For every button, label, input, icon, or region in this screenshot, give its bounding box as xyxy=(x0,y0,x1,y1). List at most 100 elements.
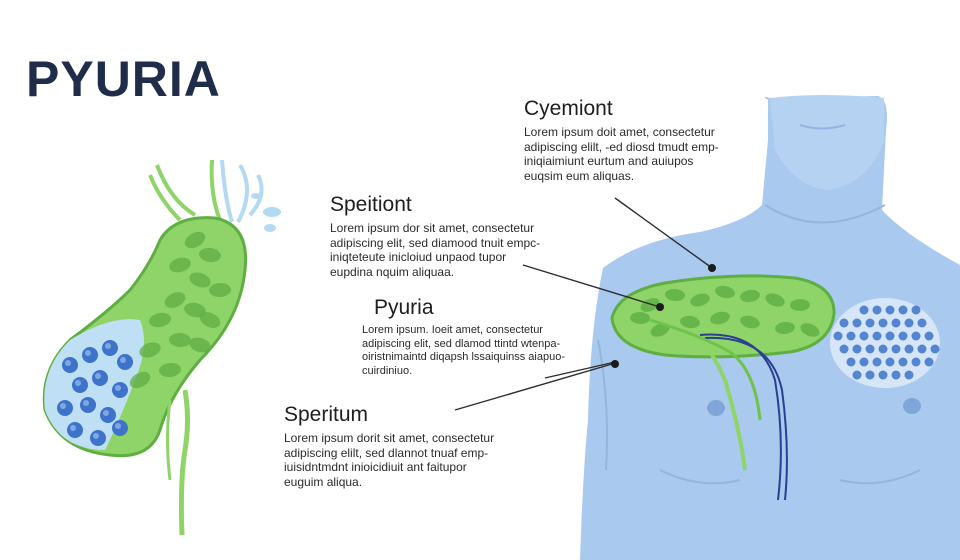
text-line: euqsim eum aliquas. xyxy=(524,168,635,183)
blue-cell xyxy=(898,331,908,341)
text-line: Lorem ipsum dorit sit amet, consectetur xyxy=(284,431,495,445)
blue-cell xyxy=(852,370,862,380)
text-line: iniqiaimiunt eurtum and auiupos xyxy=(524,154,694,168)
callout-pyuria: Pyuria Lorem ipsum. Ioeit amet, consecte… xyxy=(362,296,565,378)
text-line: euguim aliqua. xyxy=(284,474,363,489)
blue-cell-nucleus xyxy=(105,343,111,349)
green-spot xyxy=(680,315,700,329)
green-spot xyxy=(139,342,161,358)
blue-cell xyxy=(878,344,888,354)
green-spot xyxy=(665,288,685,302)
leader-dots xyxy=(611,264,716,368)
blue-cell xyxy=(917,318,927,328)
green-spot xyxy=(189,272,211,288)
green-spot xyxy=(184,302,206,318)
blue-cell xyxy=(891,344,901,354)
blue-cell xyxy=(891,370,901,380)
page-title: PYURIA xyxy=(26,51,221,107)
blue-cell-nucleus xyxy=(75,380,81,386)
blue-cell xyxy=(911,305,921,315)
green-spot xyxy=(740,315,760,329)
callout-heading: Pyuria xyxy=(374,296,434,319)
text-line: Lorem ipsum doit amet, consectetur xyxy=(524,125,715,139)
text-line: adipiscing elit, sed dlamod ttintd wtenp… xyxy=(362,337,561,350)
text-line: adipiscing elilt, sed dlannot tnuaf emp- xyxy=(284,445,489,460)
blue-cell xyxy=(872,331,882,341)
callout-heading: Speitiont xyxy=(330,193,412,216)
green-spot xyxy=(169,257,191,273)
green-spot xyxy=(630,311,650,325)
blue-cell xyxy=(891,318,901,328)
blue-cell-nucleus xyxy=(85,350,91,356)
callout-text: Lorem ipsum dor sit amet, consectetur ad… xyxy=(330,221,540,279)
blue-cell-nucleus xyxy=(93,433,99,439)
blue-cell xyxy=(885,305,895,315)
text-line: iuisidntmdnt inioicidiuit ant faitupor xyxy=(284,460,467,474)
green-spot xyxy=(640,298,660,312)
text-line: oiristnimaintd diqapsh lssaiquinss aiapu… xyxy=(362,351,566,363)
blue-cell-nucleus xyxy=(103,410,109,416)
blue-cell xyxy=(859,331,869,341)
blue-cell xyxy=(872,357,882,367)
blue-cell xyxy=(898,305,908,315)
green-spot xyxy=(129,371,151,389)
callout-speritum: Speritum Lorem ipsum dorit sit amet, con… xyxy=(284,403,494,489)
green-spot xyxy=(209,282,231,298)
blue-cell xyxy=(911,331,921,341)
blue-cell-nucleus xyxy=(120,357,126,363)
green-spot xyxy=(690,293,710,307)
green-spot xyxy=(199,247,221,263)
blue-cell xyxy=(878,318,888,328)
text-line: adipiscing elilt, -ed diosd tmudt emp- xyxy=(524,139,719,154)
green-spot xyxy=(149,312,171,328)
blue-cell xyxy=(904,344,914,354)
blue-cell-nucleus xyxy=(115,423,121,429)
callout-heading: Cyemiont xyxy=(524,97,613,120)
blue-cell xyxy=(924,331,934,341)
blue-cell-nucleus xyxy=(60,403,66,409)
blue-cell xyxy=(911,357,921,367)
blue-cell xyxy=(846,357,856,367)
blue-cell-nucleus xyxy=(95,373,101,379)
green-spot xyxy=(650,323,670,337)
green-spot xyxy=(184,231,206,249)
callout-speitiont: Speitiont Lorem ipsum dor sit amet, cons… xyxy=(330,193,540,279)
green-organ-body xyxy=(610,274,836,501)
blue-cell xyxy=(852,344,862,354)
green-spot xyxy=(710,311,730,325)
text-line: iniqteteute inicloiud unpaod tupor xyxy=(330,250,507,264)
blue-cell xyxy=(846,331,856,341)
blue-cell xyxy=(917,344,927,354)
blue-cell xyxy=(924,357,934,367)
blue-cell xyxy=(885,357,895,367)
green-spot xyxy=(715,285,735,299)
text-line: cuirdiniuo. xyxy=(362,364,413,377)
blue-cell xyxy=(904,318,914,328)
blue-cell xyxy=(930,344,940,354)
text-line: Lorem ipsum. Ioeit amet, consectetur xyxy=(362,324,543,336)
green-spot xyxy=(740,289,760,303)
blue-cell-nucleus xyxy=(65,360,71,366)
text-line: Lorem ipsum dor sit amet, consectetur xyxy=(330,221,535,235)
green-spot xyxy=(159,362,181,378)
blue-cell xyxy=(833,331,843,341)
blue-cell xyxy=(865,318,875,328)
callout-cyemiont: Cyemiont Lorem ipsum doit amet, consecte… xyxy=(524,97,719,183)
blue-cell xyxy=(878,370,888,380)
blue-cell xyxy=(904,370,914,380)
blue-cell xyxy=(839,318,849,328)
green-spot xyxy=(800,323,820,337)
green-spot xyxy=(189,337,211,353)
leader-lines xyxy=(454,197,713,411)
green-spot xyxy=(775,321,795,335)
green-spot xyxy=(199,312,221,328)
cell-cluster-body xyxy=(830,298,940,388)
blue-cell-nucleus xyxy=(115,385,121,391)
blue-cell xyxy=(859,357,869,367)
callout-heading: Speritum xyxy=(284,403,369,426)
callout-text: Lorem ipsum dorit sit amet, consectetur … xyxy=(284,431,494,489)
text-line: adipiscing elit, sed diamood tnuit empc- xyxy=(330,235,541,250)
blue-cell xyxy=(865,370,875,380)
callout-text: Lorem ipsum. Ioeit amet, consectetur adi… xyxy=(362,324,565,378)
